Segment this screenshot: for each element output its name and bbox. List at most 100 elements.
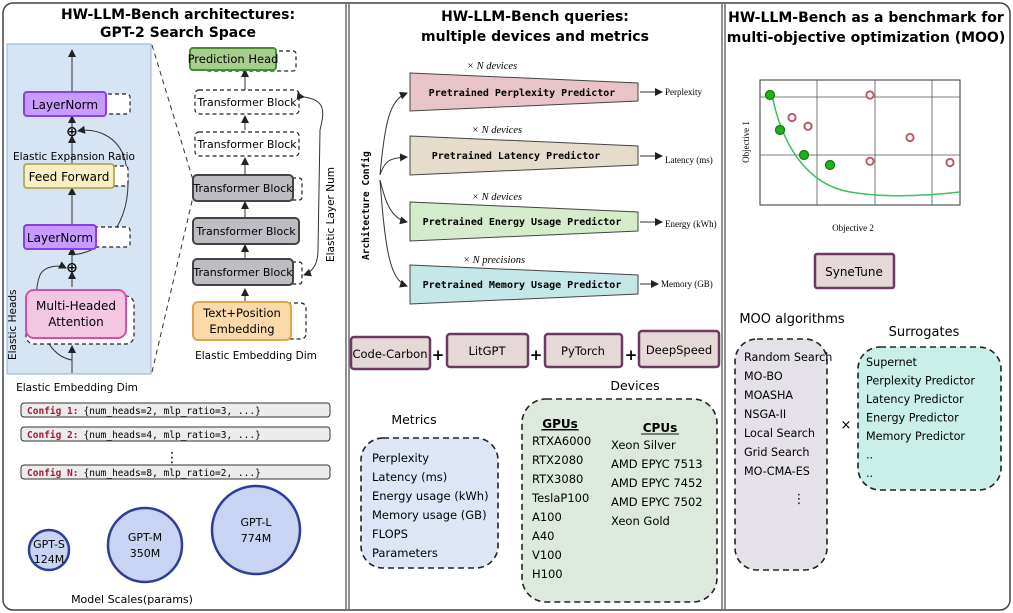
gpu-item-2: RTX2080: [532, 453, 583, 467]
model-scales-label: Model Scales(params): [71, 593, 193, 606]
surrogates-title: Surrogates: [889, 325, 960, 340]
predictor-4-output: Memory (GB): [661, 279, 713, 289]
transformer-block-5: [192, 258, 294, 286]
gpu-item-3: RTX3080: [532, 472, 583, 486]
scatter-ylabel: Objective 1: [741, 121, 751, 163]
model-gpt-l: [210, 484, 302, 576]
add-node-bottom: ⊕: [66, 260, 78, 276]
surrogate-item-5: Memory Predictor: [866, 430, 965, 443]
algorithm-item-5: Local Search: [744, 427, 815, 440]
transformer-block-label-4: Transformer Block: [195, 225, 296, 238]
gpus-title: GPUs: [542, 417, 578, 431]
layernorm-top: [23, 91, 107, 117]
feed-forward-label: Feed Forward: [29, 170, 110, 184]
elastic-expansion-ratio-label: Elastic Expansion Ratio: [13, 151, 135, 163]
config-row-n-text: Config N:{num_heads=8, mlp_ratio=2, ...}: [27, 468, 261, 479]
predictor-1-output: Perplexity: [665, 87, 702, 97]
fanout-arrow-4: [379, 179, 408, 288]
model-gpt-l-name: GPT-L: [241, 516, 273, 529]
fanout-arrow-2: [379, 153, 408, 176]
transformer-block-optional-2: [194, 131, 300, 157]
gpu-item-1: RTXA6000: [532, 434, 591, 448]
gpu-item-7: V100: [532, 548, 562, 562]
model-gpt-m-name: GPT-M: [128, 531, 162, 544]
pareto-point-4: [824, 159, 836, 171]
pareto-front-curve: [770, 89, 961, 197]
dominated-point-2: [803, 121, 813, 131]
model-gpt-m-params: 350M: [130, 547, 161, 560]
text-position-embedding: [192, 301, 292, 341]
fanout-arrow-1: [379, 91, 408, 176]
add-node-top: ⊕: [66, 124, 78, 140]
moo-scatter-plot: Objective 2 Objective 1: [741, 79, 961, 233]
gpu-item-8: H100: [532, 567, 563, 581]
cpu-item-2: AMD EPYC 7513: [611, 457, 703, 471]
config-list: Config 1:{num_heads=2, mlp_ratio=3, ...}…: [20, 402, 331, 480]
transformer-block-label-5: Transformer Block: [192, 266, 293, 279]
config-2-name: Config 2:: [27, 430, 78, 441]
surrogate-item-4: Energy Predictor: [866, 412, 959, 425]
config-row-1-text: Config 1:{num_heads=2, mlp_ratio=3, ...}: [27, 406, 261, 417]
predictor-2-output: Latency (ms): [665, 155, 713, 165]
tool-pytorch-label: PyTorch: [561, 344, 605, 358]
predictor-perplexity: × N devices Pretrained Perplexity Predic…: [409, 61, 702, 112]
scatter-points: [764, 89, 955, 171]
cpu-item-4: AMD EPYC 7502: [611, 495, 703, 509]
layer-num-bracket: [296, 92, 324, 277]
config-2-value: {num_heads=4, mlp_ratio=3, ...}: [83, 430, 260, 441]
devices-title: Devices: [610, 378, 659, 393]
predictor-2-mult: × N devices: [472, 125, 522, 136]
model-gpt-l-params: 774M: [241, 532, 272, 545]
moo-algorithms-title: MOO algorithms: [739, 312, 845, 327]
metrics-title: Metrics: [391, 412, 436, 427]
panel-queries: HW-LLM-Bench queries: multiple devices a…: [349, 9, 721, 603]
model-gpt-m: [106, 506, 184, 584]
dominated-point-4: [865, 156, 875, 166]
predictor-2-name: Pretrained Latency Predictor: [432, 150, 601, 162]
dominated-point-1: [787, 112, 797, 123]
tool-deepspeed-label: DeepSpeed: [646, 343, 712, 357]
model-gpt-s-name: GPT-S: [33, 538, 65, 551]
metrics-box: [360, 437, 499, 569]
metric-item-1: Perplexity: [372, 451, 429, 465]
predictor-energy: × N devices Pretrained Energy Usage Pred…: [409, 192, 717, 242]
predictor-3-name: Pretrained Energy Usage Predictor: [423, 216, 622, 228]
predictor-memory: × N precisions Pretrained Memory Usage P…: [409, 255, 713, 305]
plot-frame: [759, 79, 961, 206]
cpu-item-1: Xeon Silver: [611, 438, 676, 452]
pareto-point-3: [798, 149, 810, 161]
algorithms-vdots: ⋮: [793, 492, 806, 507]
predictor-3-mult: × N devices: [472, 192, 522, 203]
predictor-1-shape: [409, 72, 639, 112]
predictor-3-shape: [409, 201, 639, 242]
surrogate-item-1: Supernet: [866, 356, 918, 369]
tool-pytorch: [543, 332, 624, 369]
cpu-item-5: Xeon Gold: [611, 514, 670, 528]
predictor-4-mult: × N precisions: [463, 255, 525, 266]
zoom-line-top: [151, 44, 194, 181]
elastic-embedding-dim-left: Elastic Embedding Dim: [16, 382, 138, 394]
surrogate-item-7: ..: [866, 467, 873, 480]
panel3-title-line1: HW-LLM-Bench as a benchmark for: [728, 10, 1004, 26]
residual-1: [35, 261, 73, 361]
algorithm-item-7: MO-CMA-ES: [744, 465, 810, 478]
elastic-layer-num-label: Elastic Layer Num: [325, 167, 337, 262]
dominated-point-6: [945, 157, 955, 168]
prediction-head-label: Prediction Head: [188, 52, 279, 66]
panel1-title-line2: GPT-2 Search Space: [100, 25, 256, 41]
pareto-point-1: [764, 89, 776, 101]
transformer-block-label-1: Transformer Block: [196, 96, 297, 109]
panel2-title-line2: multiple devices and metrics: [421, 29, 649, 45]
config-row-1: [20, 402, 331, 418]
model-gpt-s: [27, 528, 71, 572]
config-row-n: [20, 464, 331, 480]
config-row-2-text: Config 2: {num_heads=4, mlp_ratio=3, ...}: [27, 430, 261, 441]
predictor-1-mult: × N devices: [467, 61, 517, 72]
model-gpt-s-params: 124M: [34, 553, 65, 566]
layernorm-bottom-label: LayerNorm: [27, 231, 93, 245]
predictor-2-shape: [409, 135, 639, 176]
tool-plus-1: +: [432, 346, 445, 364]
metric-item-2: Latency (ms): [372, 470, 447, 484]
